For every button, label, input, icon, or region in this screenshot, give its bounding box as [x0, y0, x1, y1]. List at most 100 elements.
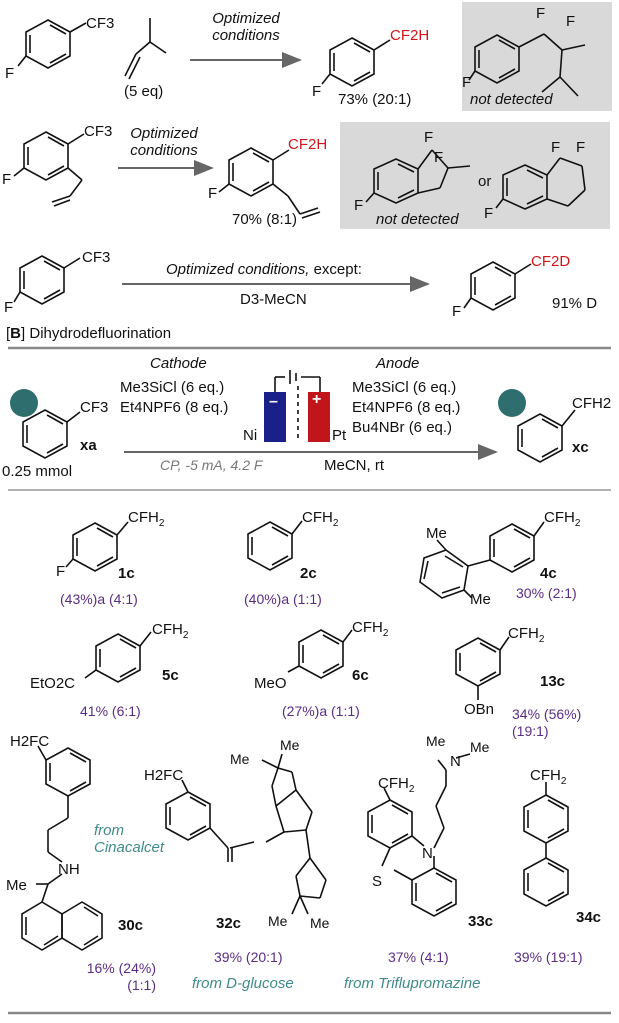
row2-yield: 70% (8:1)	[232, 211, 298, 228]
cathode-title: Cathode	[150, 355, 207, 372]
atom-32c-me4: Me	[310, 915, 330, 931]
group-2c: CFH2	[302, 509, 339, 529]
conditions-italic: CP, -5 mA, 4.2 F	[160, 457, 263, 473]
row3-f: F	[4, 299, 14, 316]
id-2c: 2c	[300, 565, 317, 582]
generic-product-ring	[517, 409, 576, 463]
row1-f: F	[5, 65, 15, 82]
row1-byproduct-f2: F	[566, 13, 576, 30]
byproduct-tetralin	[495, 157, 586, 210]
general-substrate-label: xa	[80, 437, 97, 454]
atom-33c-me1: Me	[426, 733, 446, 749]
row1-product-group: CF2H	[390, 27, 430, 44]
atom-33c-n1: N	[450, 753, 461, 770]
yield-32c: 39% (20:1)	[214, 949, 283, 965]
yield-4c: 30% (2:1)	[516, 585, 577, 601]
row2-byproduct-f1: F	[424, 129, 434, 146]
row3-cf3: CF3	[82, 249, 111, 266]
atom-32c-me3: Me	[268, 913, 288, 929]
structure-33c	[367, 753, 471, 917]
row1-not-detected: not detected	[470, 91, 553, 108]
row3-product-group: CF2D	[531, 253, 571, 270]
yield-2c: (40%)a (1:1)	[244, 591, 322, 607]
sub-1c: F	[56, 563, 66, 580]
r-group-node-substrate	[10, 389, 38, 417]
id-13c: 13c	[540, 673, 566, 690]
atom-33c-me2: Me	[470, 739, 490, 755]
product-1-ring	[321, 37, 391, 87]
id-33c: 33c	[468, 913, 494, 930]
anode-metal: Pt	[332, 427, 347, 444]
anode-title: Anode	[376, 355, 420, 372]
yield-6c: (27%)a (1:1)	[282, 703, 360, 719]
structure-1c	[65, 521, 129, 572]
yield-34c: 39% (19:1)	[514, 949, 583, 965]
atom-30c-me: Me	[6, 877, 27, 894]
substrate-3-ring	[13, 255, 81, 305]
general-substrate-group: CF3	[80, 399, 109, 416]
general-scale: 0.25 mmol	[2, 463, 73, 480]
row2-cf3: CF3	[84, 123, 113, 140]
atom-33c-group: CFH2	[378, 775, 415, 795]
group-5c: CFH2	[152, 621, 189, 641]
generic-substrate-ring	[22, 409, 81, 459]
structure-5c	[84, 631, 152, 683]
row2-byproduct2-f1: F	[551, 139, 561, 156]
row2-byproduct2-ar-f: F	[484, 205, 494, 222]
alkene-reagent	[124, 18, 167, 80]
power-supply	[274, 370, 321, 440]
section-b-label: [B] Dihydrodefluorination	[6, 325, 172, 342]
atom-30c-h2fc: H2FC	[10, 733, 50, 750]
row1-product-f: F	[312, 83, 322, 100]
row2-not-detected: not detected	[376, 211, 459, 228]
row2-byproduct2-f2: F	[576, 139, 586, 156]
sub-5c: EtO2C	[30, 675, 76, 692]
id-6c: 6c	[352, 667, 369, 684]
atom-34c-group: CFH2	[530, 767, 567, 787]
r-group-node-product	[498, 389, 526, 417]
group-13c: CFH2	[508, 625, 545, 645]
row1-arrow-label: Optimized conditions	[212, 10, 280, 45]
row1-cf3: CF3	[86, 15, 115, 32]
row1-yield: 73% (20:1)	[338, 91, 412, 108]
atom-30c-nh: NH	[58, 861, 80, 878]
structure-32c	[165, 753, 327, 915]
row1-eq: (5 eq)	[124, 83, 164, 100]
id-4c: 4c	[540, 565, 557, 582]
substrate-1-ring	[17, 19, 87, 69]
structure-13c	[455, 636, 510, 700]
row2-byproduct-f2: F	[434, 149, 444, 166]
structure-6c	[287, 629, 353, 679]
structure-2c	[247, 520, 303, 571]
row2-or: or	[478, 173, 492, 190]
cathode-reagent-1: Me3SiCl (6 eq.)	[120, 379, 225, 396]
row2-product-f: F	[208, 185, 218, 202]
conditions-plain: MeCN, rt	[324, 457, 384, 474]
byproduct-box-1	[462, 2, 612, 111]
me2-4c: Me	[470, 591, 491, 608]
yield-1c: (43%)a (4:1)	[60, 591, 138, 607]
anode-plus: +	[312, 391, 322, 408]
source-33c: from Triflupromazine	[344, 975, 481, 992]
anode-reagent-3: Bu4NBr (6 eq.)	[352, 419, 453, 436]
row2-byproduct-ar-f: F	[354, 197, 364, 214]
row2-product-group: CF2H	[288, 136, 328, 153]
cathode-reagent-2: Et4NPF6 (8 eq.)	[120, 399, 229, 416]
byproduct-indane	[365, 149, 471, 204]
cathode-minus: –	[269, 393, 278, 410]
atom-33c-s: S	[372, 873, 383, 890]
group-1c: CFH2	[128, 509, 165, 529]
cathode-electrode	[264, 392, 286, 442]
atom-32c-me2: Me	[280, 737, 300, 753]
atom-32c-me1: Me	[230, 751, 250, 767]
group-6c: CFH2	[352, 619, 389, 639]
cathode-metal: Ni	[243, 427, 258, 444]
row1-byproduct-f1: F	[536, 5, 546, 22]
row3-product-f: F	[452, 303, 462, 320]
row2-arrow-label: Optimized conditions	[130, 125, 198, 160]
anode-electrode	[308, 392, 330, 442]
product-3-ring	[463, 261, 532, 311]
yield-33c: 37% (4:1)	[388, 949, 449, 965]
row2-f: F	[2, 171, 12, 188]
